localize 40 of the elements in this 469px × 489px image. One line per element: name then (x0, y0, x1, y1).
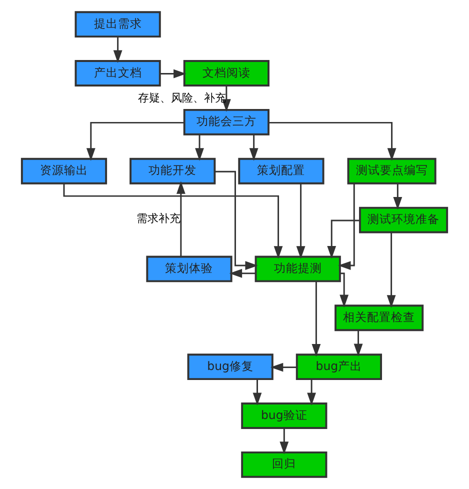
node-box: 测试环境准备 (359, 206, 448, 234)
node-box: 文档阅读 (183, 60, 270, 86)
arrow (113, 36, 122, 63)
arrow (338, 183, 355, 270)
arrow (307, 379, 316, 406)
edge-label: 存疑、风险、补充 (138, 91, 226, 104)
arrow (195, 134, 204, 161)
node-box: 产出文档 (74, 60, 161, 86)
node-box: 功能会三方 (183, 108, 270, 136)
arrow (222, 86, 231, 112)
node-box: 测试要点编写 (347, 158, 436, 184)
node-box: 资源输出 (20, 158, 108, 184)
node-box: 策划配置 (238, 158, 324, 184)
node-box: 功能提测 (254, 256, 341, 282)
arrow (252, 379, 262, 406)
arrow (296, 184, 306, 259)
arrow (249, 134, 258, 161)
arrow (268, 122, 396, 161)
node-box: 提出需求 (74, 11, 161, 38)
arrow (327, 220, 360, 259)
arrow (229, 268, 256, 278)
arrow (386, 232, 396, 308)
node-box: bug修复 (187, 354, 274, 380)
arrow (160, 69, 186, 78)
node-box: 功能开发 (130, 158, 216, 184)
arrow (280, 428, 289, 454)
arrow (214, 170, 258, 270)
arrow (270, 362, 297, 372)
node-box: bug验证 (241, 402, 328, 429)
node-box: 相关配置检查 (334, 304, 424, 332)
arrow (354, 330, 363, 357)
node-box: 策划体验 (146, 256, 232, 282)
arrow (340, 272, 349, 308)
arrow (176, 181, 186, 257)
arrow (393, 183, 402, 210)
edge-label: 需求补充 (136, 212, 180, 225)
arrow (86, 122, 184, 161)
node-box: bug产出 (296, 354, 382, 380)
node-box: 回归 (241, 451, 328, 478)
arrow (312, 281, 321, 357)
